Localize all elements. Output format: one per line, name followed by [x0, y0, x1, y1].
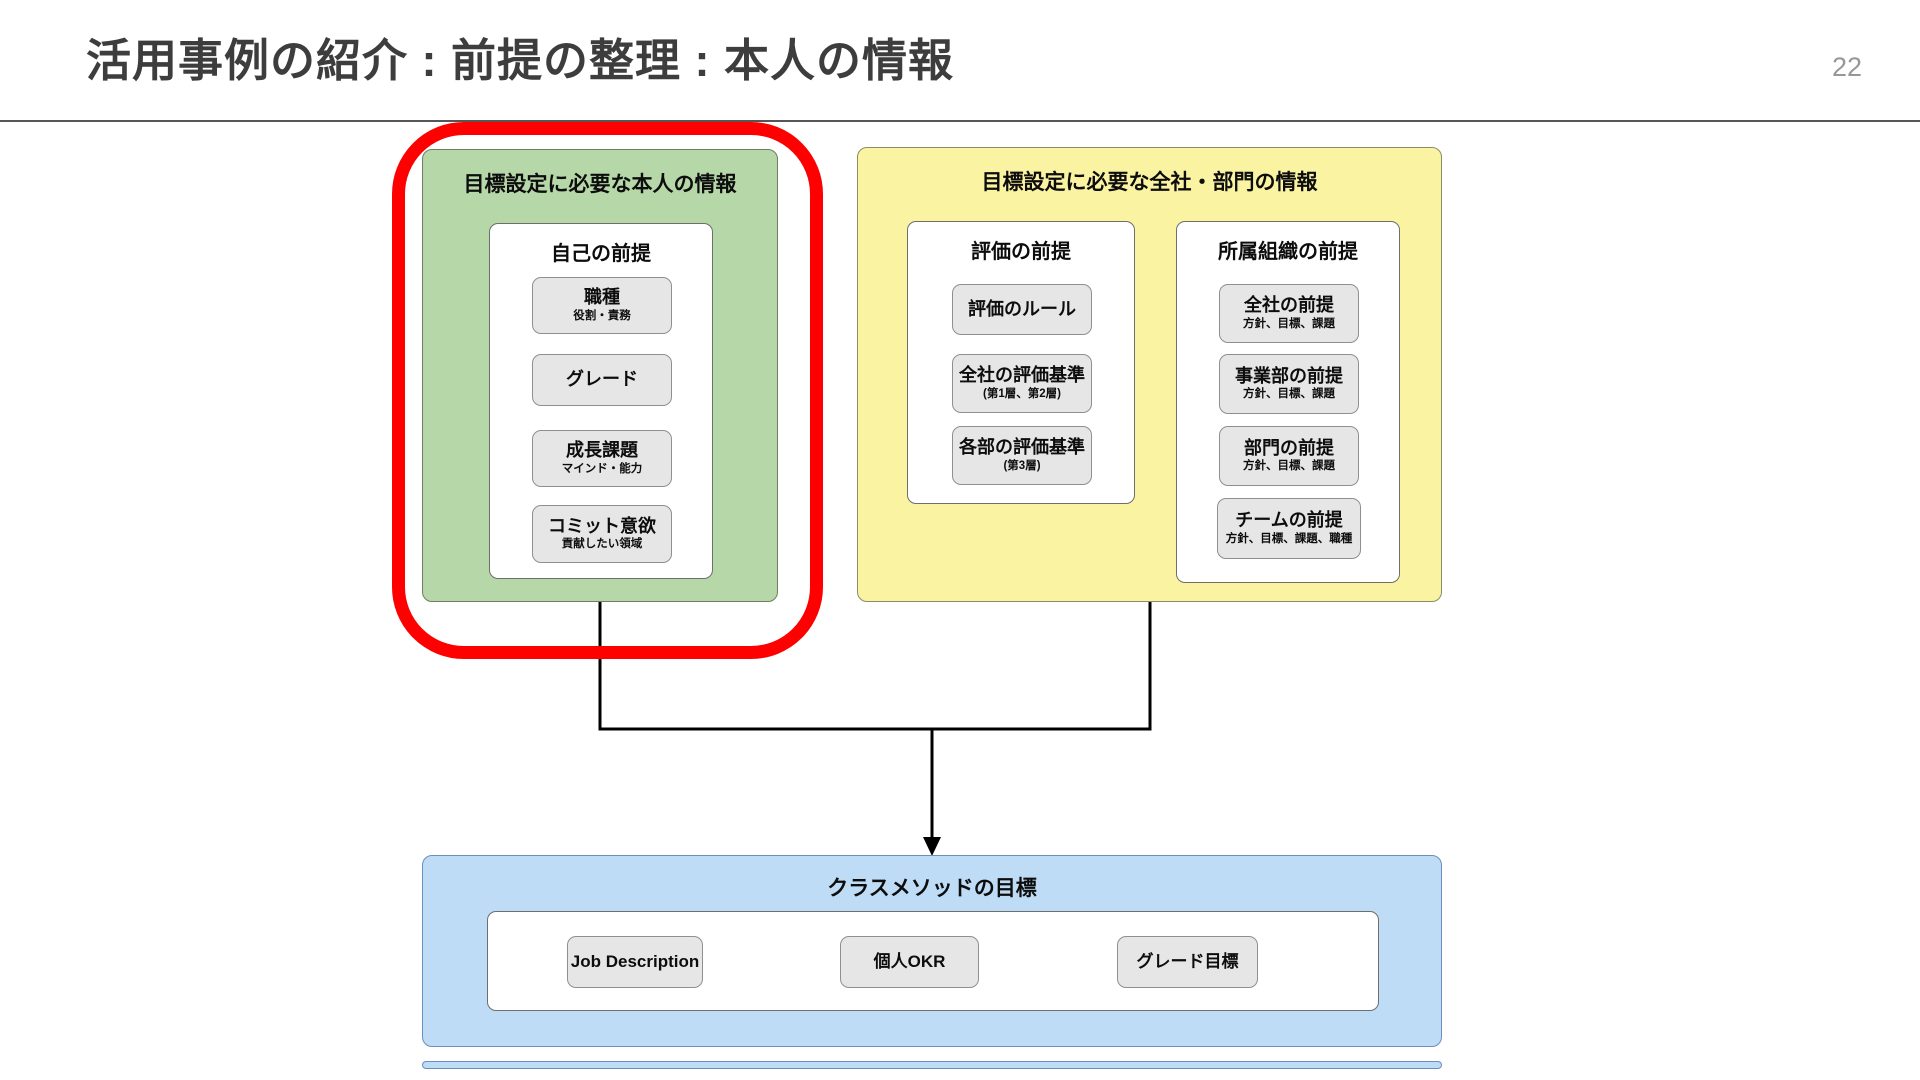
item-company-premise-sub: 方針、目標、課題: [1243, 317, 1335, 330]
item-job-description: Job Description: [567, 936, 703, 988]
self-info-panel: 目標設定に必要な本人の情報 自己の前提 職種 役割・責務 グレード 成長課題 マ…: [422, 149, 778, 602]
item-grade-goal-label: グレード目標: [1136, 951, 1239, 971]
item-evaluation-rules: 評価のルール: [952, 284, 1092, 335]
item-company-eval-criteria-sub: (第1層、第2層): [983, 387, 1061, 400]
page-title: 活用事例の紹介 : 前提の整理 : 本人の情報: [86, 35, 954, 86]
company-info-panel-title: 目標設定に必要な全社・部門の情報: [981, 171, 1318, 194]
organization-premise-group: 所属組織の前提 全社の前提 方針、目標、課題 事業部の前提 方針、目標、課題 部…: [1176, 221, 1400, 583]
item-dept-eval-criteria-sub: (第3層): [1003, 459, 1041, 472]
item-company-premise-label: 全社の前提: [1244, 295, 1334, 316]
bottom-blue-strip: [422, 1061, 1442, 1069]
goals-group: Job Description 個人OKR グレード目標: [487, 911, 1379, 1011]
item-growth-issues-sub: マインド・能力: [561, 462, 643, 475]
item-dept-eval-criteria-label: 各部の評価基準: [959, 437, 1085, 458]
item-team-premise-sub: 方針、目標、課題、職種: [1225, 532, 1353, 545]
item-business-unit-premise-sub: 方針、目標、課題: [1243, 388, 1335, 401]
title-divider: [0, 120, 1920, 122]
item-grade-label: グレード: [566, 369, 638, 390]
item-commitment: コミット意欲 貢献したい領域: [532, 505, 672, 563]
self-premise-group: 自己の前提 職種 役割・責務 グレード 成長課題 マインド・能力 コミット意欲 …: [489, 223, 713, 579]
item-department-premise-label: 部門の前提: [1244, 437, 1334, 458]
item-job-type-label: 職種: [584, 287, 620, 308]
item-job-description-label: Job Description: [570, 951, 700, 971]
item-company-eval-criteria-label: 全社の評価基準: [959, 365, 1085, 386]
page-number: 22: [1831, 52, 1862, 82]
self-premise-group-title: 自己の前提: [551, 243, 651, 265]
item-commitment-sub: 貢献したい領域: [561, 538, 643, 551]
item-dept-eval-criteria: 各部の評価基準 (第3層): [952, 426, 1092, 485]
item-team-premise-label: チームの前提: [1235, 510, 1343, 531]
item-commitment-label: コミット意欲: [548, 515, 656, 536]
self-info-panel-title: 目標設定に必要な本人の情報: [463, 173, 737, 196]
item-business-unit-premise: 事業部の前提 方針、目標、課題: [1219, 354, 1359, 414]
item-department-premise-sub: 方針、目標、課題: [1243, 460, 1335, 473]
item-team-premise: チームの前提 方針、目標、課題、職種: [1217, 498, 1361, 559]
item-grade-goal: グレード目標: [1117, 936, 1258, 988]
organization-premise-group-title: 所属組織の前提: [1218, 241, 1358, 263]
goals-panel-title: クラスメソッドの目標: [827, 877, 1037, 900]
evaluation-premise-group: 評価の前提 評価のルール 全社の評価基準 (第1層、第2層) 各部の評価基準 (…: [907, 221, 1135, 504]
item-job-type: 職種 役割・責務: [532, 277, 672, 334]
item-personal-okr-label: 個人OKR: [873, 951, 946, 971]
evaluation-premise-group-title: 評価の前提: [971, 241, 1071, 263]
item-personal-okr: 個人OKR: [840, 936, 979, 988]
item-growth-issues: 成長課題 マインド・能力: [532, 430, 672, 487]
item-department-premise: 部門の前提 方針、目標、課題: [1219, 426, 1359, 486]
item-evaluation-rules-label: 評価のルール: [968, 298, 1076, 319]
item-growth-issues-label: 成長課題: [566, 440, 638, 461]
item-business-unit-premise-label: 事業部の前提: [1235, 365, 1343, 386]
arrowhead-down: [923, 837, 941, 856]
item-grade: グレード: [532, 354, 672, 406]
item-job-type-sub: 役割・責務: [573, 309, 631, 322]
item-company-eval-criteria: 全社の評価基準 (第1層、第2層): [952, 354, 1092, 413]
goals-panel: クラスメソッドの目標 Job Description 個人OKR グレード目標: [422, 855, 1442, 1047]
company-info-panel: 目標設定に必要な全社・部門の情報 評価の前提 評価のルール 全社の評価基準 (第…: [857, 147, 1442, 602]
item-company-premise: 全社の前提 方針、目標、課題: [1219, 284, 1359, 343]
